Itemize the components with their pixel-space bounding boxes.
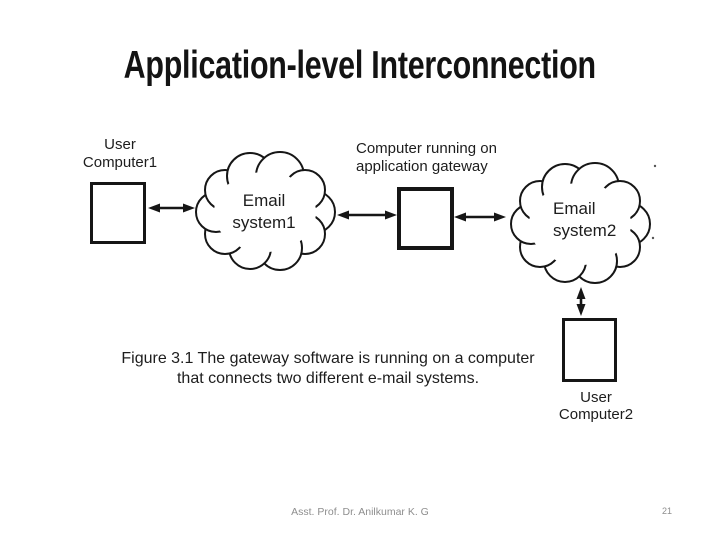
arrow-computer1-email1 [148, 203, 195, 213]
email-system1-label: Email system1 [232, 191, 296, 232]
page-title-text: Application-level Interconnection [123, 44, 597, 87]
user-computer2-label: User Computer2 [558, 389, 634, 423]
scan-artifact-dot [653, 164, 657, 168]
scan-artifact-dot [651, 236, 655, 240]
email-system2-cloud-shape [510, 162, 651, 284]
slide-footer: Asst. Prof. Dr. Anilkumar K. G [291, 506, 429, 518]
gateway-computer-box [397, 187, 454, 250]
email-system2-label: Email system2 [553, 199, 617, 240]
slide-page-number: 21 [662, 506, 673, 516]
arrow-email1-gateway [337, 210, 397, 220]
gateway-computer-label: Computer running on application gateway [356, 140, 497, 175]
user-computer2-box [562, 318, 617, 382]
arrow-gateway-email2 [454, 212, 506, 222]
figure-caption: Figure 3.1 The gateway software is runni… [121, 350, 535, 387]
user-computer1-box [90, 182, 146, 244]
user-computer1-label: User Computer1 [82, 136, 158, 171]
page-title: Application-level Interconnection [0, 42, 720, 90]
email-system1-cloud-shape [195, 151, 336, 271]
arrow-email2-computer2 [576, 287, 586, 316]
